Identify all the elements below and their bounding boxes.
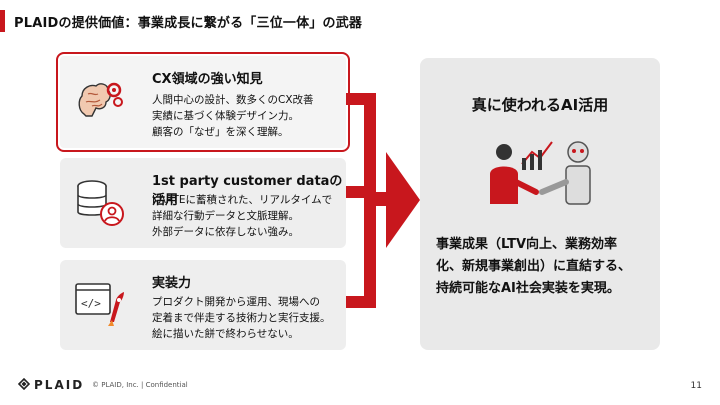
code-rocket-icon: </>: [75, 283, 124, 326]
result-heading: 真に使われるAI活用: [471, 96, 609, 114]
svg-text:</>: </>: [81, 297, 101, 310]
card-body: KARTEに蓄積された、リアルタイムで 詳細な行動データと文脈理解。 外部データ…: [152, 194, 333, 238]
card-body: 人間中心の設計、数多くのCX改善 実績に基づく体験デザイン力。 顧客の「なぜ」を…: [152, 94, 314, 138]
brain-gear-icon: [78, 82, 123, 117]
card-heading: 1st party customer dataの活用: [152, 174, 343, 208]
slide-title: PLAIDの提供価値：事業成長に繋がる「三位一体」の武器: [14, 16, 363, 31]
logo-text: PLAID: [34, 378, 85, 392]
card-first-party-data: 1st party customer dataの活用 KARTEに蓄積された、リ…: [60, 158, 346, 248]
card-heading: 実装力: [152, 276, 192, 291]
title-accent-bar: [0, 10, 5, 32]
human-robot-handshake-icon: [490, 141, 591, 205]
card-heading: CX領域の強い知見: [152, 72, 263, 87]
result-body: 事業成果（LTV向上、業務効率 化、新規事業創出）に直結する、 持続可能なAI社…: [436, 237, 632, 296]
plaid-logo-mark-icon: [18, 378, 30, 390]
result-panel: 真に使われるAI活用 事業成果（LTV向上、業務効率 化、新規事業創出）に直結す…: [420, 58, 660, 350]
plaid-logo: PLAID: [18, 378, 84, 392]
card-implementation: </> 実装力 プロダクト開発から運用、現場への 定着まで伴走する技術力と実行支…: [60, 260, 346, 350]
card-cx-expertise: CX領域の強い知見 人間中心の設計、数多くのCX改善 実績に基づく体験デザイン力…: [56, 52, 350, 152]
card-body: プロダクト開発から運用、現場への 定着まで伴走する技術力と実行支援。 絵に描いた…: [152, 296, 331, 340]
footer-copyright: © PLAID, Inc. | Confidential: [92, 381, 188, 389]
page-number: 11: [690, 381, 702, 391]
database-user-icon: [77, 180, 124, 226]
